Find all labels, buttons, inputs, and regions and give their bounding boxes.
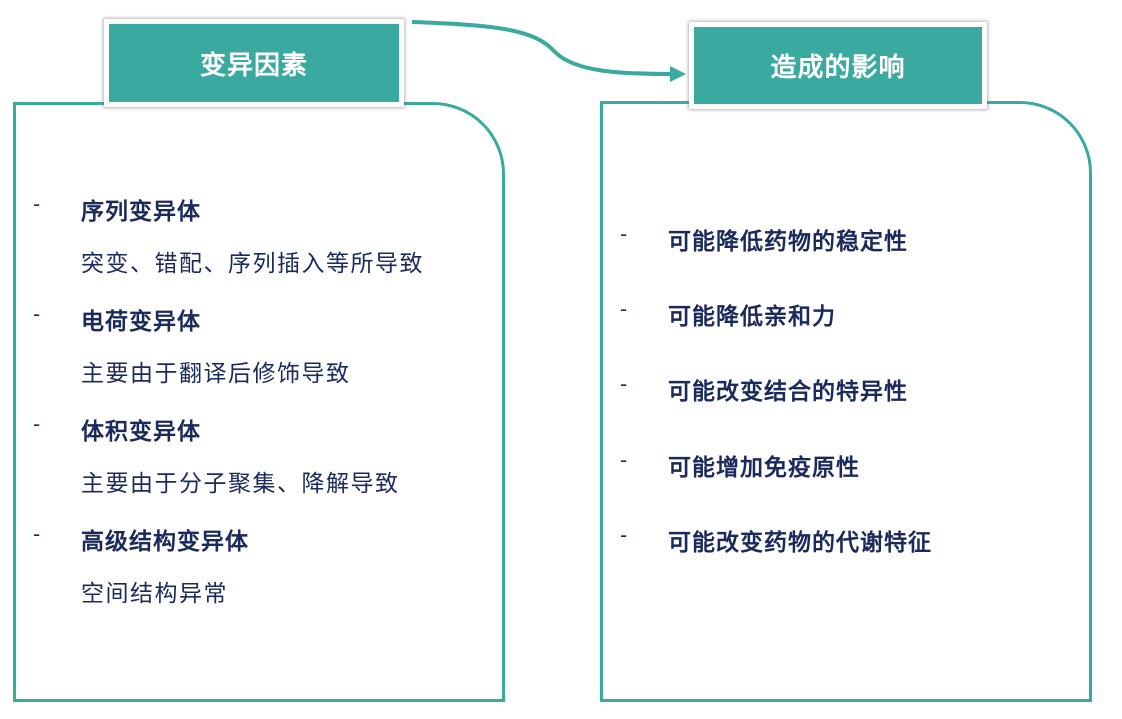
effect-text: 可能降低亲和力 (668, 303, 836, 330)
causes-header: 变异因素 (104, 19, 404, 107)
effect-text: 可能降低药物的稳定性 (668, 228, 908, 255)
cause-desc: 突变、错配、序列插入等所导致 (81, 251, 424, 277)
effect-text: 可能改变结合的特异性 (668, 378, 908, 405)
cause-title: 体积变异体 (81, 418, 201, 445)
cause-title: 电荷变异体 (81, 308, 201, 335)
effect-text: 可能增加免疫原性 (668, 454, 860, 481)
effect-text: 可能改变药物的代谢特征 (668, 529, 932, 556)
bullet-dash: - (33, 302, 41, 326)
bullet-dash: - (33, 412, 41, 436)
cause-desc: 主要由于分子聚集、降解导致 (81, 471, 400, 497)
bullet-dash: - (620, 372, 628, 396)
cause-desc: 空间结构异常 (81, 581, 228, 607)
bullet-dash: - (620, 523, 628, 547)
bullet-dash: - (33, 522, 41, 546)
bullet-dash: - (620, 297, 628, 321)
cause-title: 序列变异体 (81, 198, 201, 225)
effects-panel (600, 101, 1092, 702)
cause-title: 高级结构变异体 (81, 528, 249, 555)
bullet-dash: - (620, 448, 628, 472)
bullet-dash: - (620, 222, 628, 246)
effects-header: 造成的影响 (689, 22, 987, 109)
bullet-dash: - (33, 192, 41, 216)
cause-desc: 主要由于翻译后修饰导致 (81, 361, 351, 387)
